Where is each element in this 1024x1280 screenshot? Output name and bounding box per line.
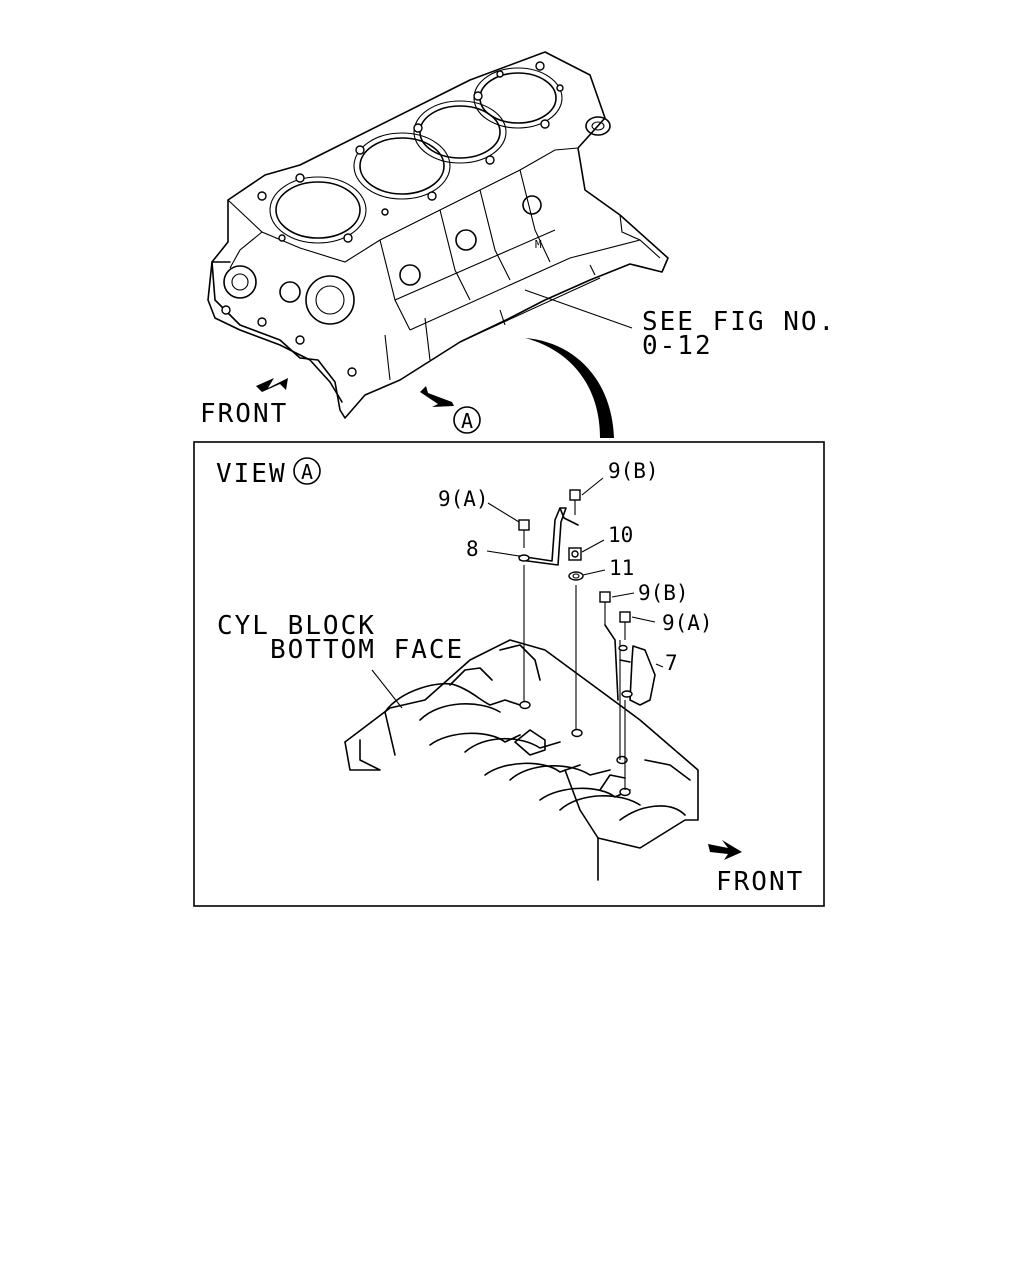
callout-8: 8 xyxy=(466,537,479,561)
see-fig-number: 0-12 xyxy=(642,331,713,361)
transition-curve-arrow xyxy=(525,338,614,438)
part-7-strainer xyxy=(604,624,656,706)
view-marker-circle xyxy=(293,457,321,485)
leader-8 xyxy=(486,550,520,557)
see-fig-leader xyxy=(524,289,633,329)
view-title: VIEW xyxy=(216,459,287,489)
callout-9a-right: 9(A) xyxy=(662,611,713,635)
part-11-washer xyxy=(568,571,584,581)
block-label-line2: BOTTOM FACE xyxy=(270,635,464,665)
leader-11 xyxy=(582,569,606,576)
callout-11: 11 xyxy=(609,556,634,580)
view-marker-letter-top: A xyxy=(461,409,473,433)
leader-10 xyxy=(581,539,605,553)
bolt-9a-left xyxy=(518,519,530,548)
callout-9b-top: 9(B) xyxy=(608,459,659,483)
callout-10: 10 xyxy=(608,523,633,547)
bolt-9b-top xyxy=(569,489,581,515)
view-marker-circle-top xyxy=(453,406,481,434)
leader-7 xyxy=(655,663,664,668)
svg-text:M: M xyxy=(535,238,542,251)
front-arrow-top xyxy=(256,378,288,392)
callout-9b-right: 9(B) xyxy=(638,581,689,605)
callout-9a-left: 9(A) xyxy=(438,487,489,511)
leader-9b-right xyxy=(611,592,635,598)
part-10-nut xyxy=(568,547,582,561)
front-label-view: FRONT xyxy=(716,867,804,897)
leader-9b-top xyxy=(581,477,604,496)
callout-7: 7 xyxy=(665,651,678,675)
front-label-top: FRONT xyxy=(200,399,288,429)
leader-9a-left xyxy=(487,502,520,523)
see-fig-label: SEE FIG NO. xyxy=(642,307,836,337)
leader-9a-right xyxy=(631,616,656,623)
part-8-bracket xyxy=(518,507,579,566)
cylinder-block-illustration: M xyxy=(207,51,669,419)
view-marker-letter: A xyxy=(301,460,313,484)
bolt-9a-right xyxy=(619,611,631,640)
block-label-leader xyxy=(371,669,403,709)
bolt-9b-right xyxy=(599,591,611,625)
block-bottom-face xyxy=(344,639,699,881)
view-frame xyxy=(193,441,825,907)
view-direction-arrow xyxy=(420,386,454,407)
block-label-line1: CYL BLOCK xyxy=(217,611,376,641)
front-arrow-view xyxy=(708,840,742,860)
